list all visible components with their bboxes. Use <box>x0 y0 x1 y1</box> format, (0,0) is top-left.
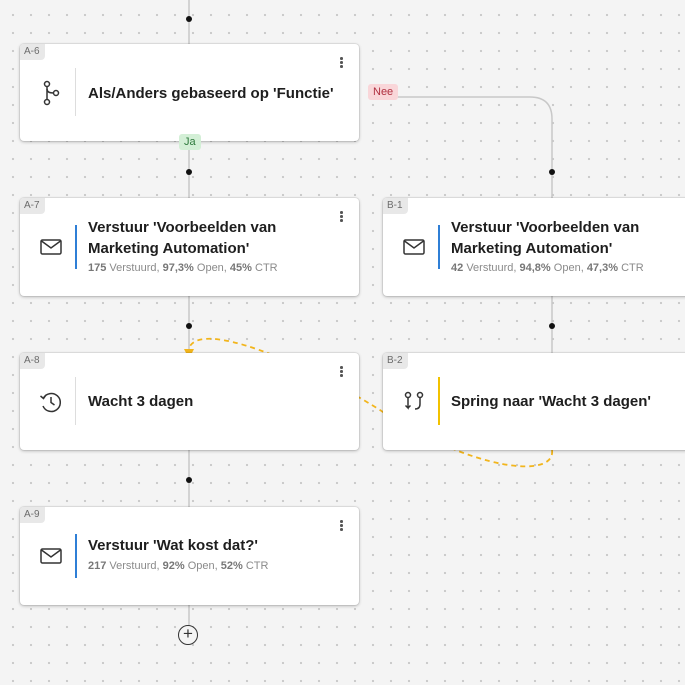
step-title: Wacht 3 dagen <box>88 393 194 410</box>
no-branch-badge: Nee <box>368 84 399 100</box>
step-title: Als/Anders gebaseerd op 'Functie' <box>88 85 334 102</box>
step-card-b1[interactable]: B-1 Verstuur 'Voorbeelden van Marketing … <box>383 198 685 296</box>
ctr-rate: 47,3% <box>586 262 619 274</box>
step-card-a8[interactable]: A-8 Wacht 3 dagen <box>20 353 359 450</box>
card-divider <box>75 68 76 116</box>
jump-icon <box>399 387 429 417</box>
step-id: A-7 <box>20 198 45 214</box>
open-rate: 94,8% <box>519 262 551 274</box>
step-id: B-2 <box>383 353 408 369</box>
history-clock-icon <box>36 387 66 417</box>
ctr-label: CTR <box>245 560 269 572</box>
ctr-rate: 45% <box>229 262 252 274</box>
sent-count: 42 <box>451 262 464 274</box>
connector-dot <box>549 169 555 175</box>
plus-icon: + <box>183 624 193 643</box>
step-id: B-1 <box>383 198 408 214</box>
envelope-icon <box>36 232 66 262</box>
open-rate: 97,3% <box>162 262 194 274</box>
email-stats: 217 Verstuurd, 92% Open, 52% CTR <box>88 560 268 572</box>
branch-icon <box>36 78 66 108</box>
more-options-icon[interactable] <box>335 517 347 533</box>
step-id: A-8 <box>20 353 45 369</box>
connector-line-no-branch <box>397 96 553 198</box>
step-card-a7[interactable]: A-7 Verstuur 'Voorbeelden van Marketing … <box>20 198 359 296</box>
connector-dot <box>186 323 192 329</box>
yes-branch-badge: Ja <box>179 134 201 150</box>
jump-accent-bar <box>438 377 440 425</box>
step-title: Verstuur 'Voorbeelden van Marketing Auto… <box>88 219 277 257</box>
sent-count: 217 <box>88 560 107 572</box>
open-label: Open, <box>187 560 218 572</box>
envelope-icon <box>399 232 429 262</box>
envelope-icon <box>36 541 66 571</box>
connector-dot <box>186 169 192 175</box>
step-title: Spring naar 'Wacht 3 dagen' <box>451 393 651 410</box>
email-stats: 42 Verstuurd, 94,8% Open, 47,3% CTR <box>451 262 644 274</box>
connector-dot <box>186 477 192 483</box>
open-label: Open, <box>553 262 584 274</box>
more-options-icon[interactable] <box>335 363 347 379</box>
step-title: Verstuur 'Voorbeelden van Marketing Auto… <box>451 219 640 257</box>
sent-label: Verstuurd, <box>109 560 160 572</box>
email-accent-bar <box>75 225 77 269</box>
step-card-a6[interactable]: A-6 Als/Anders gebaseerd op 'Functie' <box>20 44 359 141</box>
step-title: Verstuur 'Wat kost dat?' <box>88 537 258 554</box>
email-accent-bar <box>438 225 440 269</box>
email-stats: 175 Verstuurd, 97,3% Open, 45% CTR <box>88 262 278 274</box>
ctr-label: CTR <box>621 262 644 274</box>
open-rate: 92% <box>162 560 185 572</box>
step-id: A-9 <box>20 507 45 523</box>
add-step-button[interactable]: + <box>178 625 198 645</box>
sent-label: Verstuurd, <box>109 262 160 274</box>
ctr-label: CTR <box>255 262 278 274</box>
step-card-a9[interactable]: A-9 Verstuur 'Wat kost dat?' 217 Verstuu… <box>20 507 359 605</box>
more-options-icon[interactable] <box>335 54 347 70</box>
sent-label: Verstuurd, <box>466 262 517 274</box>
card-divider <box>75 377 76 425</box>
sent-count: 175 <box>88 262 107 274</box>
connector-dot <box>186 16 192 22</box>
connector-dot <box>549 323 555 329</box>
step-id: A-6 <box>20 44 45 60</box>
ctr-rate: 52% <box>220 560 243 572</box>
more-options-icon[interactable] <box>335 208 347 224</box>
email-accent-bar <box>75 534 77 578</box>
step-card-b2[interactable]: B-2 Spring naar 'Wacht 3 dagen' <box>383 353 685 450</box>
open-label: Open, <box>196 262 227 274</box>
